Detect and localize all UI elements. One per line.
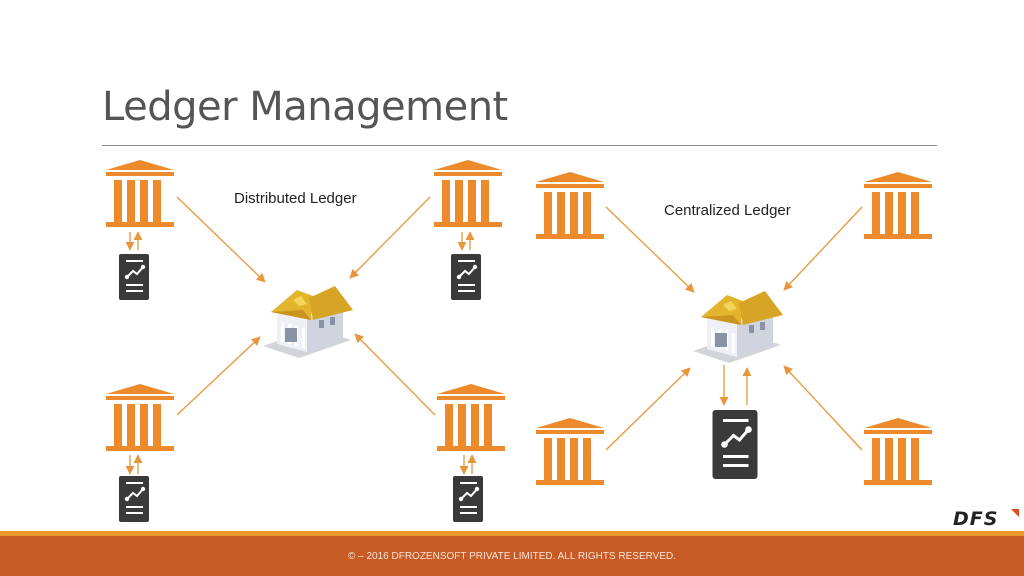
centralized-ledger-document-icon: [711, 408, 759, 481]
centralized-connection-arrow-3: [605, 367, 691, 451]
logo-accent-mark: [1011, 509, 1019, 517]
distributed-bank-icon-3: [106, 384, 174, 451]
distributed-ledger-label: Distributed Ledger: [234, 190, 357, 207]
distributed-ledger-document-icon-4: [452, 475, 484, 523]
centralized-bank-icon-4: [864, 418, 932, 485]
centralized-connection-arrow-2: [783, 206, 863, 291]
distributed-bank-icon-1: [106, 160, 174, 227]
distributed-ledger-document-icon-1: [118, 253, 150, 301]
centralized-bank-icon-1: [536, 172, 604, 239]
distributed-ledger-document-icon-3: [118, 475, 150, 523]
distributed-bank-icon-4: [437, 384, 505, 451]
dfs-logo: DFS: [953, 508, 999, 530]
centralized-connection-arrow-1: [605, 206, 695, 293]
footer-copyright: © – 2016 DFROZENSOFT PRIVATE LIMITED. AL…: [347, 551, 676, 562]
title-divider: [102, 145, 937, 146]
centralized-bank-icon-3: [536, 418, 604, 485]
distributed-bank-icon-2: [434, 160, 502, 227]
centralized-connection-arrow-4: [783, 365, 863, 451]
distributed-connection-arrow-3: [176, 336, 261, 416]
slide-title: Ledger Management: [102, 84, 508, 130]
distributed-connection-arrow-2: [349, 196, 431, 279]
distributed-central-bank-icon: [263, 286, 353, 358]
centralized-central-bank-icon: [693, 291, 783, 363]
centralized-ledger-label: Centralized Ledger: [664, 202, 791, 219]
footer-accent-stripe: [0, 531, 1024, 536]
distributed-connection-arrow-1: [176, 196, 266, 283]
footer-bar: [0, 536, 1024, 576]
distributed-connection-arrow-4: [354, 333, 436, 416]
distributed-ledger-document-icon-2: [450, 253, 482, 301]
centralized-bank-icon-2: [864, 172, 932, 239]
